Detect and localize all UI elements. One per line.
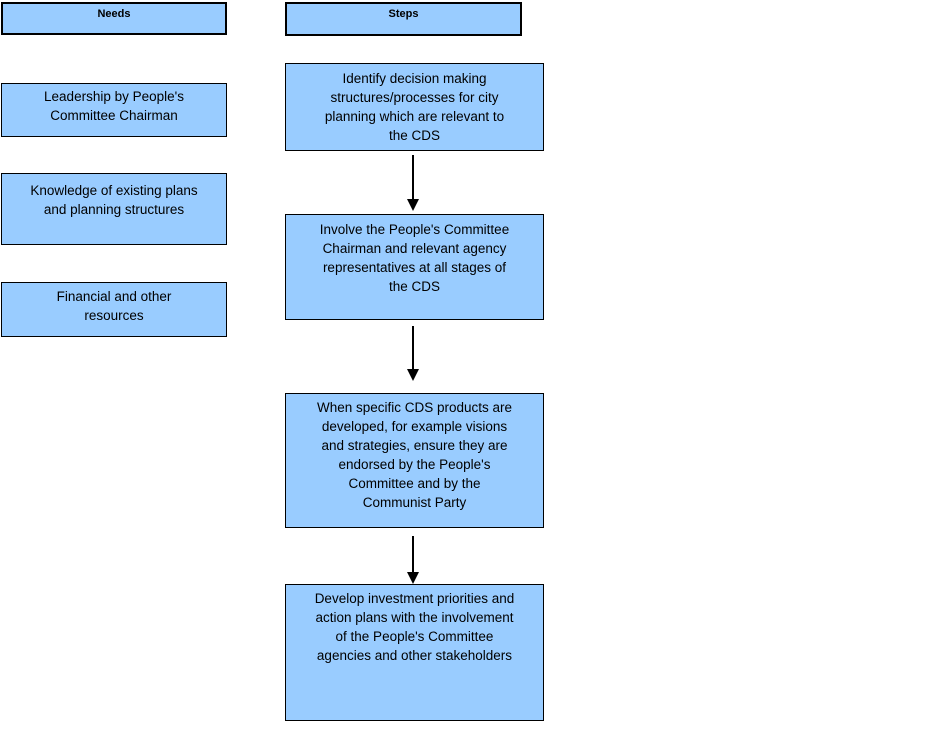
step-box-endorse-products: When specific CDS products are developed… (285, 393, 544, 528)
step-box-identify-structures: Identify decision making structures/proc… (285, 63, 544, 151)
arrow-down-icon (407, 369, 419, 381)
arrow-shaft (412, 155, 414, 199)
arrow-shaft (412, 536, 414, 572)
step-box-involve-chairman: Involve the People's Committee Chairman … (285, 214, 544, 320)
flow-arrow-1 (407, 155, 419, 211)
flow-arrow-2 (407, 326, 419, 381)
arrow-down-icon (407, 572, 419, 584)
needs-item-financial: Financial and other resources (1, 282, 227, 337)
needs-item-knowledge: Knowledge of existing plans and planning… (1, 173, 227, 245)
steps-column-header: Steps (285, 2, 522, 36)
flow-arrow-3 (407, 536, 419, 584)
step-box-develop-priorities: Develop investment priorities and action… (285, 584, 544, 721)
arrow-shaft (412, 326, 414, 369)
needs-column-header: Needs (1, 2, 227, 35)
needs-item-leadership: Leadership by People's Committee Chairma… (1, 83, 227, 137)
arrow-down-icon (407, 199, 419, 211)
